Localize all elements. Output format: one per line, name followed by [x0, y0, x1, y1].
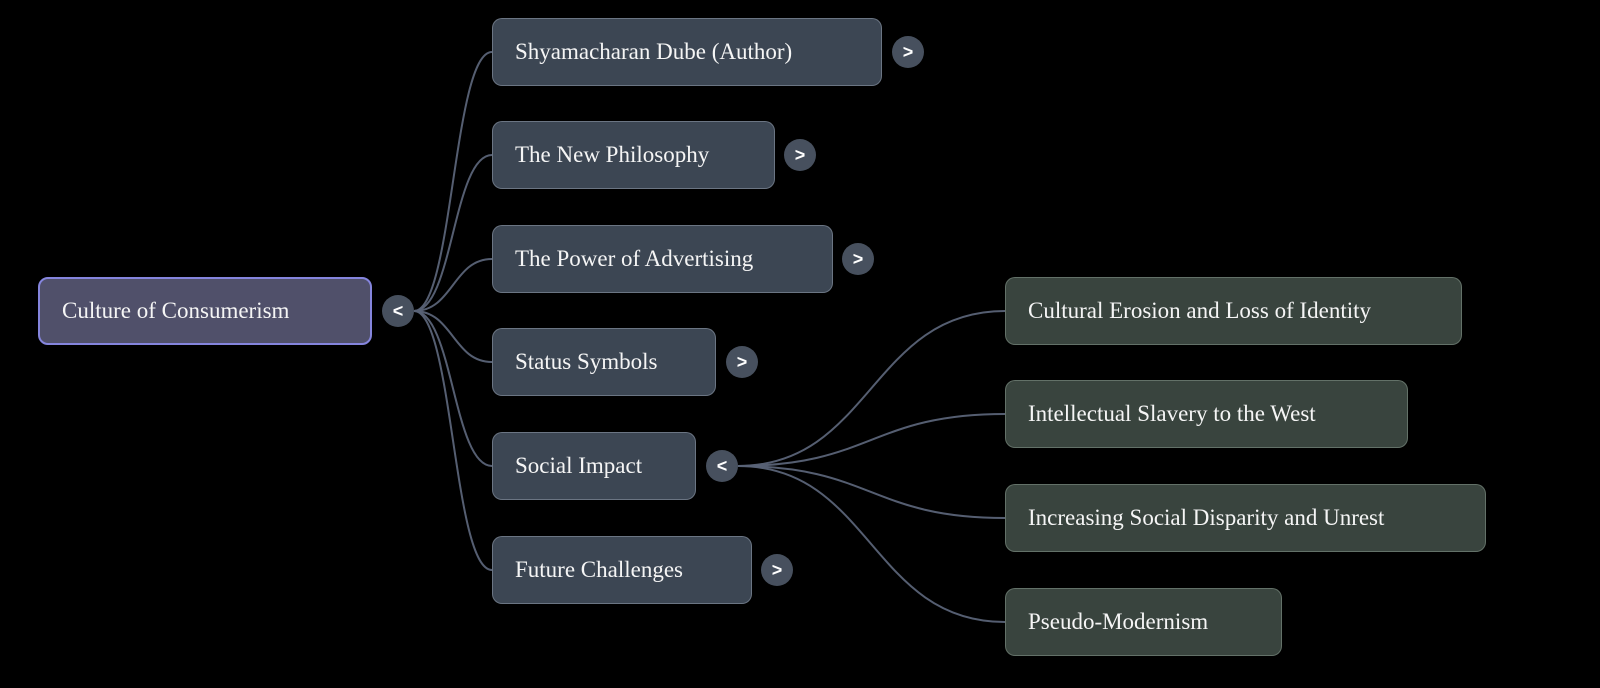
expand-toggle-branch-1[interactable]: > [784, 139, 816, 171]
chevron-left-icon: < [392, 300, 404, 321]
collapse-toggle-root[interactable]: < [382, 295, 414, 327]
edge-root-branch-1 [413, 154, 493, 312]
chevron-right-icon: > [852, 248, 864, 269]
node-status-symbols[interactable]: Status Symbols [492, 328, 716, 396]
node-cultural-erosion-and-loss-of-identity[interactable]: Cultural Erosion and Loss of Identity [1005, 277, 1462, 345]
node-increasing-social-disparity-and-unrest[interactable]: Increasing Social Disparity and Unrest [1005, 484, 1486, 552]
node-label: Increasing Social Disparity and Unrest [1028, 505, 1385, 530]
edge-root-branch-4 [413, 310, 493, 467]
node-label: Cultural Erosion and Loss of Identity [1028, 298, 1372, 323]
node-label: Intellectual Slavery to the West [1028, 401, 1316, 426]
node-label: Social Impact [515, 453, 643, 478]
edge-social-leaf-0 [737, 310, 1006, 467]
node-label: The New Philosophy [515, 142, 710, 167]
expand-toggle-branch-0[interactable]: > [892, 36, 924, 68]
node-the-new-philosophy[interactable]: The New Philosophy [492, 121, 775, 189]
node-label: Shyamacharan Dube (Author) [515, 39, 793, 64]
node-the-power-of-advertising[interactable]: The Power of Advertising [492, 225, 833, 293]
node-shyamacharan-dube-author[interactable]: Shyamacharan Dube (Author) [492, 18, 882, 86]
edge-root-branch-3 [413, 310, 493, 363]
node-label: Status Symbols [515, 349, 658, 374]
node-social-impact[interactable]: Social Impact [492, 432, 696, 500]
node-label: Culture of Consumerism [62, 298, 290, 323]
edge-root-branch-0 [413, 51, 493, 312]
node-pseudo-modernism[interactable]: Pseudo-Modernism [1005, 588, 1282, 656]
node-label: Future Challenges [515, 557, 683, 582]
edge-social-leaf-1 [737, 413, 1006, 467]
chevron-right-icon: > [736, 351, 748, 372]
edge-root-branch-2 [413, 258, 493, 312]
node-culture-of-consumerism[interactable]: Culture of Consumerism [38, 277, 372, 345]
chevron-left-icon: < [716, 455, 728, 476]
chevron-right-icon: > [794, 144, 806, 165]
collapse-toggle-branch-4[interactable]: < [706, 450, 738, 482]
expand-toggle-branch-5[interactable]: > [761, 554, 793, 586]
edge-social-leaf-3 [737, 465, 1006, 623]
node-label: The Power of Advertising [515, 246, 754, 271]
chevron-right-icon: > [771, 559, 783, 580]
edge-social-leaf-2 [737, 465, 1006, 519]
node-label: Pseudo-Modernism [1028, 609, 1209, 634]
node-intellectual-slavery-to-the-west[interactable]: Intellectual Slavery to the West [1005, 380, 1408, 448]
expand-toggle-branch-3[interactable]: > [726, 346, 758, 378]
chevron-right-icon: > [902, 41, 914, 62]
edge-root-branch-5 [413, 310, 493, 571]
expand-toggle-branch-2[interactable]: > [842, 243, 874, 275]
node-future-challenges[interactable]: Future Challenges [492, 536, 752, 604]
